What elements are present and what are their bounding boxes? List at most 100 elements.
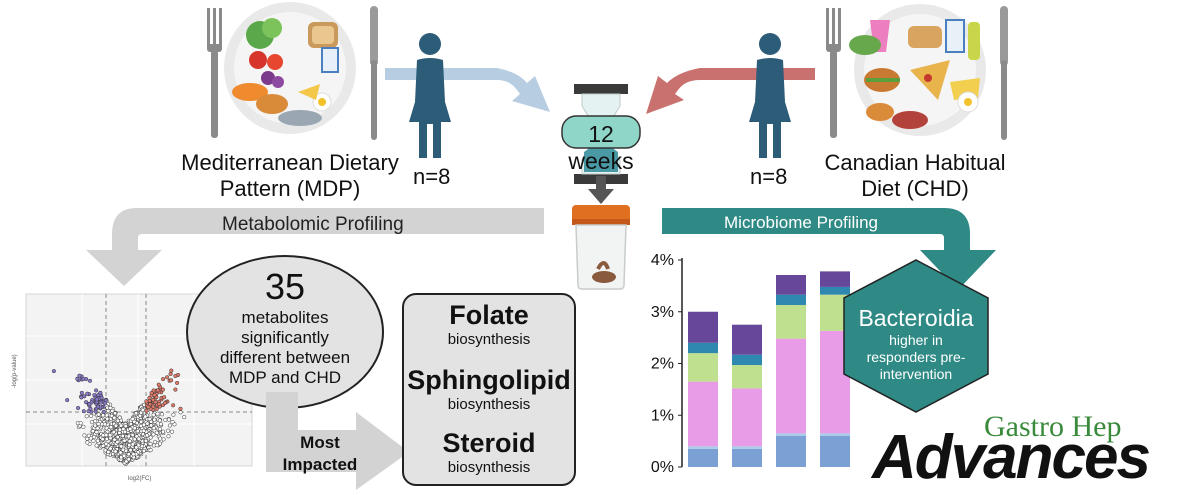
volcano-point xyxy=(140,444,145,449)
volcano-point xyxy=(167,423,172,428)
pathways-box xyxy=(402,293,576,486)
volcano-point xyxy=(170,419,175,425)
volcano-point xyxy=(110,408,115,413)
volcano-point xyxy=(163,417,168,423)
volcano-point xyxy=(154,406,159,412)
bar-segment-0-5 xyxy=(688,311,718,343)
pathway-sphingolipid: Sphingolipid biosynthesis xyxy=(402,365,576,413)
volcano-point xyxy=(105,416,110,421)
volcano-point xyxy=(128,426,133,431)
volcano-point xyxy=(165,375,170,380)
microbiome-label: Microbiome Profiling xyxy=(724,213,878,232)
chd-n-label: n=8 xyxy=(750,164,788,189)
volcano-point xyxy=(112,415,117,420)
volcano-point xyxy=(157,418,162,423)
volcano-point xyxy=(104,436,109,441)
volcano-point xyxy=(113,423,119,428)
volcano-point xyxy=(161,429,166,434)
mdp-diet-line2: Pattern (MDP) xyxy=(219,176,361,201)
volcano-point xyxy=(81,376,86,381)
volcano-point xyxy=(91,438,96,443)
volcano-point xyxy=(102,422,107,427)
mdp-participant-icon xyxy=(409,33,451,158)
volcano-point xyxy=(96,412,101,417)
volcano-point xyxy=(147,417,152,422)
pathway-folate-name: Folate xyxy=(449,300,529,330)
volcano-point xyxy=(101,409,106,414)
volcano-point xyxy=(144,408,149,413)
volcano-point xyxy=(155,388,161,393)
volcano-point xyxy=(112,437,117,442)
volcano-point xyxy=(143,414,148,419)
volcano-point xyxy=(94,397,99,402)
chd-diet-line2: Diet (CHD) xyxy=(861,176,969,201)
volcano-point xyxy=(121,447,126,452)
mdp-plate-illustration xyxy=(207,2,378,140)
volcano-point xyxy=(135,429,140,434)
bacteroidia-hexagon xyxy=(843,259,989,413)
y-tick-label: 4% xyxy=(651,252,674,269)
volcano-point xyxy=(139,419,144,424)
volcano-point xyxy=(154,443,159,448)
volcano-point xyxy=(126,434,131,439)
mdp-diet-line1: Mediterranean Dietary xyxy=(181,150,399,175)
bar-segment-1-4 xyxy=(732,354,762,366)
volcano-point xyxy=(152,393,157,398)
volcano-point xyxy=(86,433,91,438)
chd-plate-illustration xyxy=(826,4,1008,140)
volcano-point xyxy=(154,430,159,435)
journal-logo-line2: Advances xyxy=(872,423,1151,492)
bar-segment-2-4 xyxy=(776,294,806,306)
volcano-point xyxy=(98,400,104,405)
mdp-diet-label: Mediterranean Dietary Pattern (MDP) xyxy=(170,150,410,202)
volcano-point xyxy=(85,440,90,445)
volcano-point xyxy=(145,421,150,426)
volcano-point xyxy=(161,377,166,382)
volcano-point xyxy=(81,424,86,429)
volcano-point xyxy=(93,423,98,428)
volcano-point xyxy=(106,408,111,413)
pathway-steroid: Steroid biosynthesis xyxy=(402,428,576,476)
bar-segment-2-5 xyxy=(776,275,806,295)
volcano-point xyxy=(115,440,120,445)
volcano-point xyxy=(65,398,70,403)
volcano-point xyxy=(106,450,111,455)
volcano-point xyxy=(94,388,99,393)
volcano-point xyxy=(99,395,104,400)
volcano-point xyxy=(84,400,89,405)
volcano-point xyxy=(169,368,174,373)
volcano-point xyxy=(166,428,171,433)
metabolite-desc-line4: MDP and CHD xyxy=(228,368,342,387)
volcano-point xyxy=(144,399,149,404)
metabolomic-arrow xyxy=(86,208,544,286)
pathway-folate-sub: biosynthesis xyxy=(447,331,531,348)
bar-segment-0-4 xyxy=(688,342,718,354)
volcano-point xyxy=(92,393,97,398)
volcano-point xyxy=(82,433,87,438)
volcano-point xyxy=(166,434,171,439)
volcano-point xyxy=(160,387,165,392)
volcano-point xyxy=(141,422,146,427)
volcano-point xyxy=(104,413,109,418)
bar-segment-1-2 xyxy=(732,388,762,447)
bar-segment-2-2 xyxy=(776,338,806,434)
volcano-point xyxy=(77,373,82,378)
microbiome-bar-chart: 0%1%2%3%4% xyxy=(651,252,850,476)
volcano-point xyxy=(84,414,89,419)
volcano-point xyxy=(132,437,137,442)
bar-segment-1-0 xyxy=(732,448,762,467)
volcano-point xyxy=(134,411,139,416)
chd-diet-line1: Canadian Habitual xyxy=(824,150,1006,175)
bar-segment-1-5 xyxy=(732,324,762,355)
volcano-point xyxy=(87,402,92,407)
bar-segment-2-1 xyxy=(776,433,806,436)
volcano-point xyxy=(145,433,150,438)
volcano-point xyxy=(143,438,148,443)
pathway-folate: Folate biosynthesis xyxy=(402,300,576,348)
metabolite-desc-line2: significantly xyxy=(241,328,329,347)
volcano-point xyxy=(96,421,101,427)
volcano-point xyxy=(128,421,133,427)
volcano-point xyxy=(152,417,157,422)
bar-segment-1-3 xyxy=(732,365,762,389)
chd-diet-label: Canadian Habitual Diet (CHD) xyxy=(790,150,1040,202)
